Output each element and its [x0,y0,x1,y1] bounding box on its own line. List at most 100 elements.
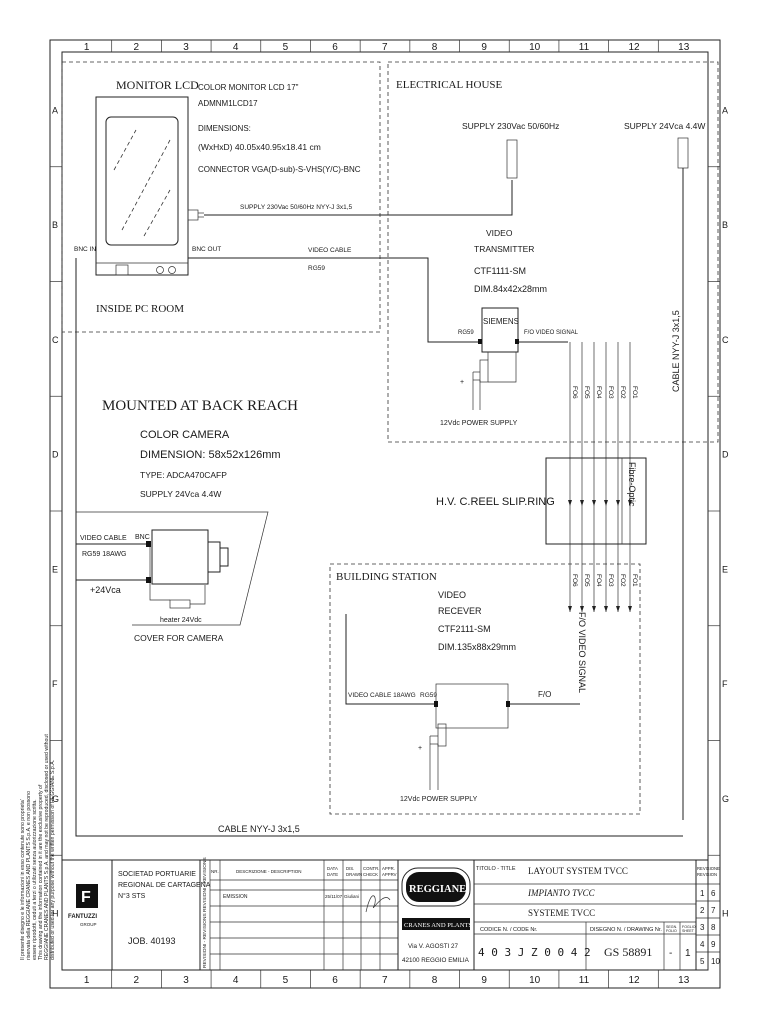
row-label: F [722,679,728,689]
bnc-out-label: BNC OUT [192,246,221,253]
camera-rg59: RG59 18AWG [82,551,126,558]
camera-supply: +24Vca [90,585,121,595]
receiver-2: CTF2111-SM [438,624,491,634]
row-label: D [52,450,59,460]
desc-header: DESCRIZIONE - DESCRIPTION [236,869,302,874]
camera-bnc: BNC [135,534,150,541]
power-terminal-2 [437,723,447,747]
fibre-arrow [568,606,572,612]
plug-230 [506,139,518,179]
main-cable-line [75,258,683,837]
building-video-cable: VIDEO CABLE 18AWG [348,692,416,699]
drawn-header-1: DRAWN [346,872,362,877]
reggiane-logo [401,867,471,907]
rev-number: 3 [700,923,705,932]
client-2: N°3 STS [118,892,146,900]
building-station-box [329,563,641,815]
electrical-house-box [387,61,719,443]
transmitter-box [481,307,519,353]
svg-text:F: F [81,889,91,906]
receiver-3: DIM.135x88x29mm [438,642,516,652]
building-video-line [345,614,436,705]
fibre-label: FO1 [631,574,638,587]
sheet-count: 1 [685,948,691,959]
fantuzzi-logo-mark [76,884,98,908]
camera-desc-1: DIMENSION: 58x52x126mm [140,449,281,461]
folio-label-1: SHEET [682,929,695,933]
supply-line [204,180,513,216]
fibre-arrow [628,606,632,612]
title-1: IMPIANTO TVCC [527,888,596,898]
title-0: LAYOUT SYSTEM TVCC [528,866,628,876]
rg59-b-label: RG59 [458,330,474,336]
legal-note-line-2: essere riprodotti, ceduti a terzi o util… [32,799,38,960]
legal-note-line-0: Il presente disegno e le informazioni in… [20,799,26,960]
monitor-knob [156,266,164,274]
supply-230-label: SUPPLY 230Vac 50/60Hz [462,121,559,131]
fibre-arrow [568,500,572,506]
column-label: 2 [134,42,140,53]
legal-note-line-1: riservata della REGGIANE CRANES AND PLAN… [26,791,32,960]
sheet-value: - [669,948,672,959]
plug-24 [677,137,689,169]
building-title: BUILDING STATION [336,571,437,583]
fibre-arrow [616,606,620,612]
receiver-1: RECEVER [438,606,482,616]
fibre-label: FO2 [619,386,626,399]
fibre-arrow [616,500,620,506]
rev-number: 7 [711,906,716,915]
date-header-0: DATA [327,866,338,871]
rev-date: 25/11/07 [325,894,343,899]
code-value: 4 0 3 J Z 0 0 4 2 [478,946,591,959]
column-label: 12 [628,42,640,53]
rev-label-bottom: REVISIONI - REVISIONS [202,913,208,968]
sheet-label-1: FOLIO [666,929,677,933]
column-label: 13 [678,42,690,53]
column-label: 3 [183,42,189,53]
row-label: E [52,564,58,574]
receiver-0: VIDEO [438,590,466,600]
power-terminal [479,359,489,383]
outer-frame [49,39,721,989]
bottom-cable-label: CABLE NYY-J 3x1,5 [218,824,300,834]
column-label: 9 [481,975,487,986]
connector [515,339,519,344]
column-label: 7 [382,975,388,986]
monitor-supply: SUPPLY 230Vac 50/60Hz NYY-J 3x1,5 [240,204,353,211]
fibre-label: FO4 [595,386,602,399]
row-label: F [52,679,58,689]
transmitter-3: DIM.84x42x28mm [474,284,547,294]
drawing-label: DISEGNO N. / DRAWING Nr. [590,927,662,933]
rev-number: 5 [700,957,705,966]
heater [169,599,191,609]
rg59-label: RG59 [308,265,325,272]
column-label: 1 [84,975,90,986]
supply-connector [146,577,151,583]
monitor-desc-4: CONNECTOR VGA(D-sub)-S-VHS(Y/C)-BNC [198,165,361,174]
fibre-arrow [592,606,596,612]
camera-desc-3: SUPPLY 24Vca 4.4W [140,489,221,499]
fibre-label: FO6 [571,574,578,587]
row-label: D [722,450,729,460]
row-label: A [722,105,728,115]
cover-label: COVER FOR CAMERA [134,633,224,643]
legal-note-line-5: distributed or used for any purpose with… [50,760,56,960]
title-2: SYSTEME TVCC [528,908,595,918]
signature [365,895,391,913]
client-1: REGIONAL DE CARTAGENA [118,882,211,889]
building-fo: F/O [538,690,551,699]
cable-vertical-label: CABLE NYY-J 3x1,5 [671,310,681,392]
rev-desc: EMISSION [223,894,248,900]
approved-header-1: APPRV [382,872,397,877]
monitor-knob [168,266,176,274]
column-label: 13 [678,975,690,986]
legal-note: Il presente disegno e le informazioni in… [20,734,56,960]
camera-body [151,529,209,585]
building-rg59: RG59 [420,692,437,699]
video-cable-label: VIDEO CABLE [308,247,352,254]
brand-name: REGGIANE [409,884,466,895]
column-label: 6 [332,975,338,986]
